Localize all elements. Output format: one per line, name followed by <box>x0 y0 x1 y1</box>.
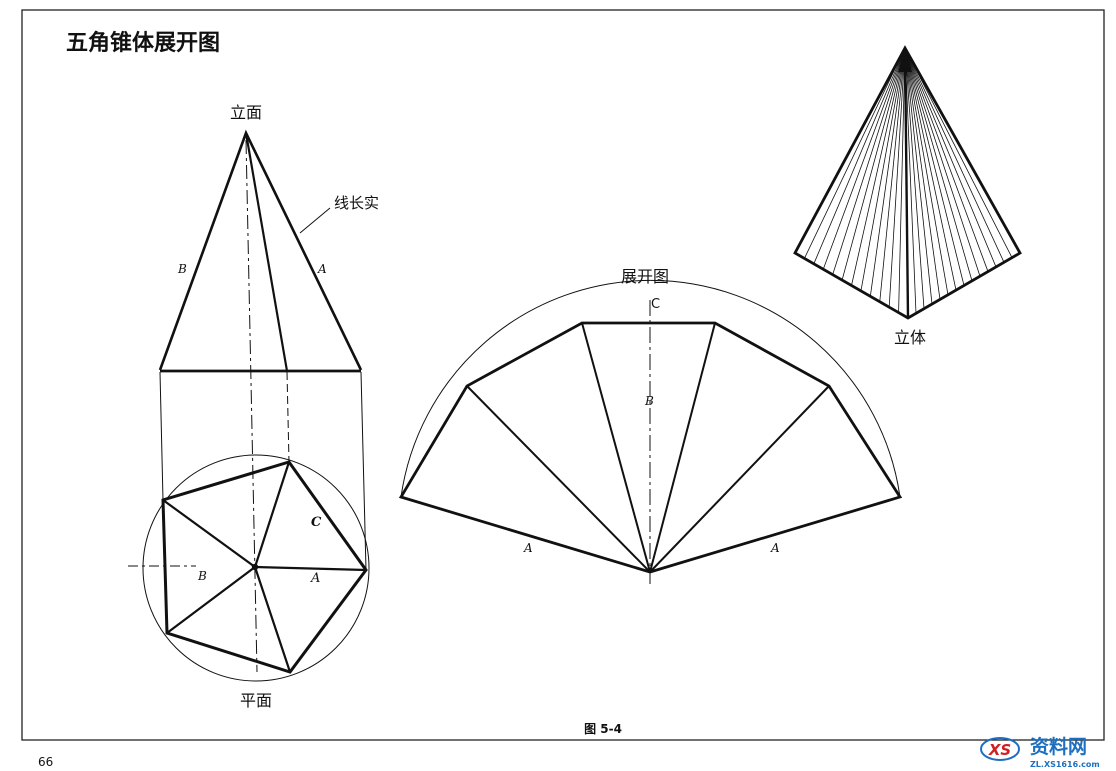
solid-shading-line <box>904 47 1013 258</box>
diagram-title: 五角锥体展开图 <box>66 30 220 56</box>
true-length-leader <box>299 207 331 234</box>
elevation-outline <box>158 129 363 371</box>
solid-front-edge <box>903 47 910 319</box>
solid-shading-line <box>860 47 906 291</box>
plan-pentagon <box>161 460 368 674</box>
solid-shading-line <box>879 47 906 302</box>
elevation-inner-edge <box>244 132 289 372</box>
solid-shading-line <box>841 47 906 281</box>
development-view: 展开图 C B A A <box>398 267 903 584</box>
plan-label-a: A <box>310 571 320 586</box>
development-label-a-right: A <box>770 541 780 555</box>
solid-shading-line <box>904 47 933 305</box>
solid-shading-line <box>904 47 981 277</box>
plan-label: 平面 <box>240 691 272 710</box>
solid-shading-line <box>904 47 957 291</box>
watermark: XS 资料网 ZL.XS1616.com <box>980 735 1100 769</box>
page-number: 66 <box>38 755 53 769</box>
plan-view: C B A 平面 <box>128 454 370 710</box>
solid-apex-fill <box>898 48 912 72</box>
solid-label: 立体 <box>894 328 926 347</box>
true-length-label: 线长实 <box>334 194 379 212</box>
solid-shading-line <box>813 47 906 264</box>
plan-label-c: C <box>311 515 322 530</box>
development-arc <box>400 279 901 498</box>
elevation-edge-label-b: B <box>177 262 187 276</box>
solid-shading-line <box>822 47 906 270</box>
plan-label-b: B <box>197 569 207 583</box>
solid-shading-line <box>904 47 925 309</box>
solid-shading-line <box>904 47 917 314</box>
plan-radial-edges <box>162 461 367 673</box>
development-label-c: C <box>651 297 660 312</box>
solid-shading-line <box>898 47 906 313</box>
solid-shading-line <box>888 47 906 308</box>
solid-shading-line <box>904 47 949 295</box>
solid-shading-line <box>832 47 906 275</box>
watermark-brand: 资料网 <box>1030 735 1087 758</box>
solid-shading-line <box>851 47 906 286</box>
development-label-a-left: A <box>523 541 533 555</box>
solid-view: 立体 <box>793 45 1022 347</box>
sheet-border <box>21 9 1105 741</box>
figure-caption: 图 5-4 <box>584 722 622 736</box>
development-fold-lines <box>466 322 830 573</box>
development-label: 展开图 <box>621 267 669 286</box>
development-outline <box>398 321 903 574</box>
solid-shading-line <box>904 47 997 268</box>
xs-logo-icon: XS <box>980 737 1020 761</box>
solid-shading-line <box>869 47 906 297</box>
development-label-b: B <box>644 394 654 408</box>
elevation-view: 立面 B A 线长实 <box>158 103 379 673</box>
watermark-logo-text: XS <box>988 741 1011 759</box>
plan-circumcircle <box>142 454 370 682</box>
plan-apex-point <box>251 563 259 571</box>
solid-shading-line <box>904 47 1005 263</box>
solid-shading-line <box>904 47 941 300</box>
solid-shading-line <box>904 47 989 272</box>
solid-shading-line <box>804 47 906 259</box>
solid-shading-lines <box>804 47 1013 314</box>
solid-shading-line <box>904 47 965 286</box>
elevation-label: 立面 <box>230 103 262 122</box>
elevation-center-axis <box>245 139 258 673</box>
solid-shading-line <box>904 47 973 281</box>
watermark-url: ZL.XS1616.com <box>1030 760 1100 769</box>
elevation-edge-label-a: A <box>317 262 327 276</box>
